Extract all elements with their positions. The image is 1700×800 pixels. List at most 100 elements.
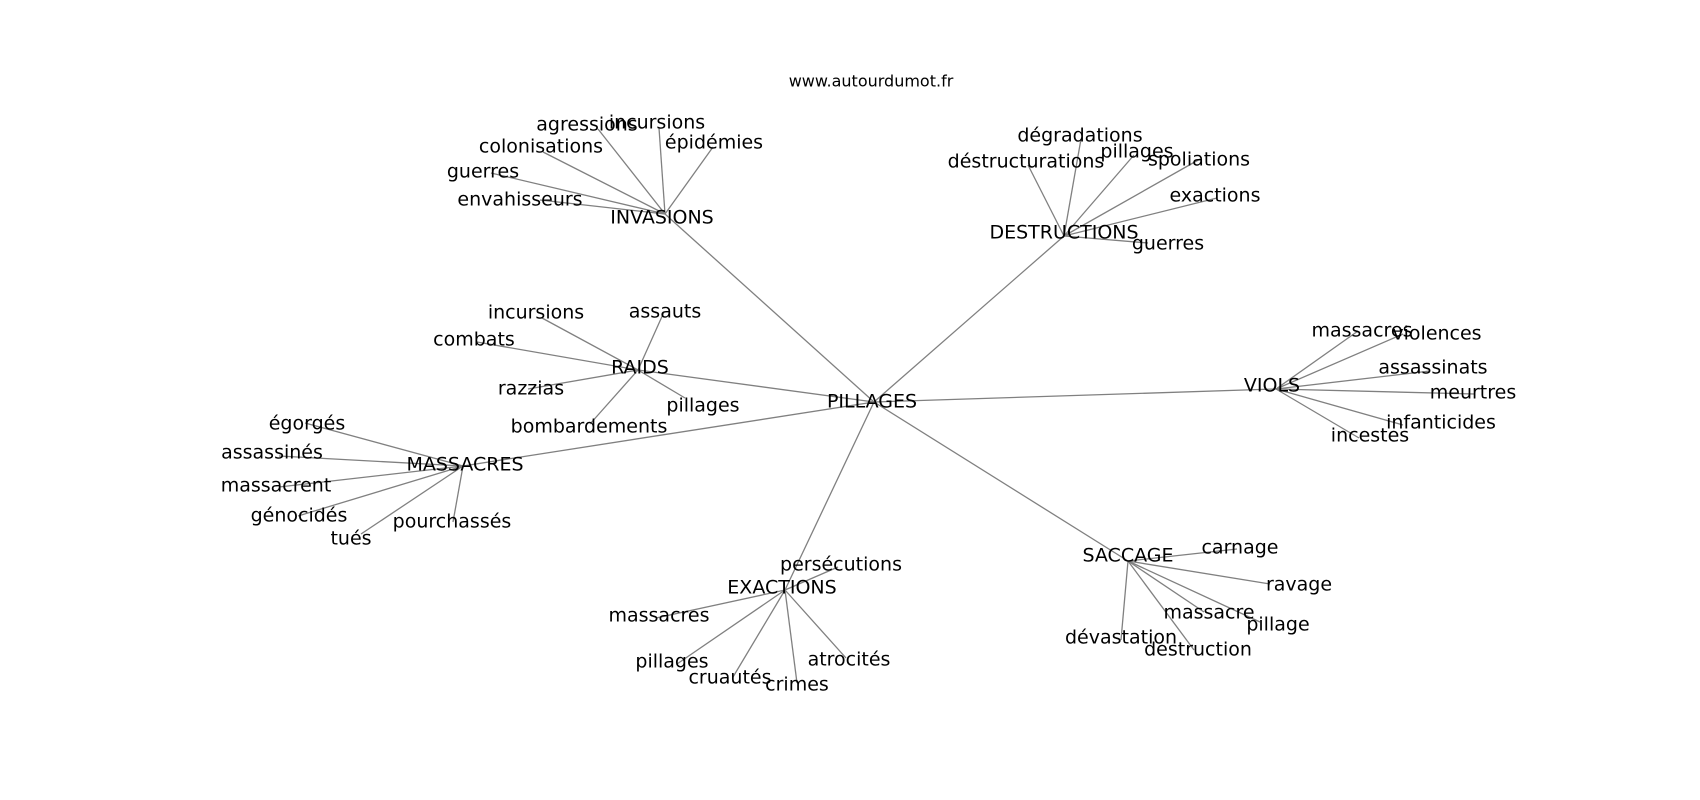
word-node-label: agressions bbox=[536, 114, 637, 136]
word-node-label: pillage bbox=[1246, 614, 1309, 636]
edge-hub-word bbox=[1127, 560, 1205, 613]
edge-hub-word bbox=[539, 199, 666, 215]
word-node-label: destruction bbox=[1144, 639, 1252, 661]
word-node-label: cruautés bbox=[688, 667, 771, 689]
edge-hub-word bbox=[527, 369, 639, 390]
word-node-label: pillages bbox=[1100, 141, 1173, 163]
word-node-label: meurtres bbox=[1430, 382, 1516, 404]
word-node-label: pourchassés bbox=[393, 511, 512, 533]
edge-hub-word bbox=[589, 369, 639, 425]
edge-hub-word bbox=[1275, 330, 1359, 390]
edge-hub-word bbox=[732, 589, 786, 678]
labels-layer: PILLAGESINVASIONSagressionsincursionsépi… bbox=[221, 112, 1517, 696]
edge-hub-word bbox=[784, 589, 798, 684]
edge-hub-word bbox=[1275, 333, 1404, 390]
edge-hub-word bbox=[1127, 560, 1271, 585]
word-node-label: massacrent bbox=[221, 475, 332, 497]
edge-root-hub bbox=[637, 369, 875, 403]
word-node-label: incursions bbox=[488, 302, 584, 324]
edge-hub-word bbox=[1063, 235, 1149, 244]
word-node-label: ravage bbox=[1266, 574, 1332, 596]
word-node-label: pillages bbox=[635, 651, 708, 673]
edge-hub-word bbox=[490, 172, 666, 215]
word-node-label: assauts bbox=[629, 301, 701, 323]
word-node-label: atrocités bbox=[808, 649, 891, 671]
edge-hub-word bbox=[1120, 560, 1129, 641]
word-node-label: dégradations bbox=[1017, 125, 1142, 147]
hub-node-label: RAIDS bbox=[611, 357, 669, 379]
hub-node-label: DESTRUCTIONS bbox=[989, 222, 1138, 244]
edge-hub-word bbox=[784, 589, 847, 659]
word-node-label: massacres bbox=[608, 605, 709, 627]
word-node-label: incestes bbox=[1331, 425, 1409, 447]
edge-hub-word bbox=[476, 341, 639, 371]
edge-hub-word bbox=[1063, 197, 1218, 237]
edge-hub-word bbox=[784, 566, 839, 591]
hub-node-label: VIOLS bbox=[1244, 375, 1300, 397]
edge-hub-word bbox=[452, 465, 464, 523]
edge-hub-word bbox=[360, 465, 464, 535]
root-node-label: PILLAGES bbox=[827, 391, 917, 413]
word-node-label: infanticides bbox=[1386, 412, 1496, 434]
word-node-label: colonisations bbox=[479, 136, 603, 158]
edge-hub-word bbox=[658, 127, 666, 215]
word-node-label: crimes bbox=[765, 674, 829, 696]
edge-hub-word bbox=[1063, 138, 1082, 237]
edge-root-hub bbox=[462, 401, 875, 467]
edge-hub-word bbox=[1027, 164, 1065, 237]
hub-node-label: EXACTIONS bbox=[727, 577, 836, 599]
word-node-label: pillages bbox=[666, 395, 739, 417]
edge-hub-word bbox=[1063, 158, 1201, 237]
word-node-label: violences bbox=[1392, 323, 1481, 345]
word-node-label: spoliations bbox=[1148, 149, 1250, 171]
word-node-label: déstructurations bbox=[948, 151, 1105, 173]
word-node-label: génocidés bbox=[251, 505, 348, 527]
edge-hub-word bbox=[1127, 560, 1261, 623]
edges-layer bbox=[278, 127, 1476, 684]
word-node-label: persécutions bbox=[780, 554, 902, 576]
word-node-label: égorgés bbox=[269, 413, 346, 435]
edge-hub-word bbox=[304, 422, 464, 467]
edge-hub-word bbox=[1275, 388, 1404, 426]
word-node-label: combats bbox=[433, 329, 515, 351]
word-node-label: massacres bbox=[1311, 320, 1412, 342]
word-node-label: incursions bbox=[609, 112, 705, 134]
watermark-text: www.autourdumot.fr bbox=[789, 72, 954, 91]
hub-node-label: INVASIONS bbox=[610, 207, 714, 229]
edge-root-hub bbox=[664, 213, 875, 403]
word-node-label: dévastation bbox=[1065, 627, 1177, 649]
word-node-label: exactions bbox=[1170, 185, 1261, 207]
edge-hub-word bbox=[637, 311, 665, 371]
word-node-label: assassinats bbox=[1378, 357, 1487, 379]
word-node-label: guerres bbox=[447, 161, 519, 183]
word-node-label: envahisseurs bbox=[457, 189, 582, 211]
word-node-label: razzias bbox=[498, 378, 564, 400]
edge-hub-word bbox=[278, 465, 464, 488]
edge-hub-word bbox=[297, 465, 464, 517]
edge-hub-word bbox=[655, 589, 786, 619]
edge-hub-word bbox=[1127, 548, 1238, 562]
word-node-label: massacre bbox=[1163, 602, 1254, 624]
edge-hub-word bbox=[542, 151, 666, 215]
edge-hub-word bbox=[541, 317, 639, 371]
edge-hub-word bbox=[1127, 560, 1195, 651]
edge-root-hub bbox=[784, 401, 875, 591]
edge-root-hub bbox=[873, 401, 1129, 562]
edge-hub-word bbox=[278, 455, 464, 467]
edge-hub-word bbox=[1275, 370, 1431, 390]
edge-root-hub bbox=[873, 235, 1065, 403]
word-node-label: carnage bbox=[1201, 537, 1278, 559]
word-node-label: bombardements bbox=[511, 416, 668, 438]
word-node-label: assassinés bbox=[221, 442, 323, 464]
edge-hub-word bbox=[637, 369, 686, 399]
word-node-label: épidémies bbox=[665, 132, 763, 154]
word-node-label: tués bbox=[330, 528, 371, 550]
word-node-label: guerres bbox=[1132, 233, 1204, 255]
hub-node-label: MASSACRES bbox=[406, 454, 523, 476]
edge-hub-word bbox=[1275, 388, 1360, 439]
edge-root-hub bbox=[873, 388, 1277, 403]
edge-hub-word bbox=[1063, 154, 1135, 237]
edge-hub-word bbox=[1275, 388, 1476, 395]
hub-node-label: SACCAGE bbox=[1082, 545, 1173, 567]
